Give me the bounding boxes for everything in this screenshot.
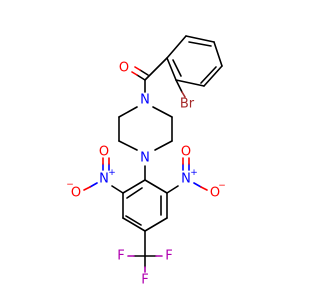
carbonyl-oxygen: O — [119, 61, 129, 76]
nitro-left-oxygen-double: O — [99, 145, 109, 160]
piperazine-nitrogen-bottom: N — [140, 151, 150, 166]
piperazine-nitrogen-top: N — [140, 93, 150, 108]
fluorine-bottom: F — [141, 273, 148, 288]
nitro-right-oxygen-single: O — [210, 186, 220, 201]
nitro-left-nitrogen-charge: + — [108, 168, 116, 178]
nitro-left-nitrogen: N — [99, 172, 109, 187]
bond-lines — [83, 35, 223, 273]
nitro-right-nitrogen: N — [181, 172, 191, 187]
nitro-left-oxygen-single: O — [71, 186, 81, 201]
nitro-right-oxygen-charge: − — [218, 181, 226, 191]
structure-canvas: O Br N N N + O O − N + O O − F F F — [66, 35, 226, 288]
nitro-right-nitrogen-charge: + — [190, 168, 198, 178]
nitro-right-oxygen-double: O — [181, 145, 191, 160]
bromine-atom: Br — [180, 97, 195, 112]
molecule-structure: O Br N N N + O O − N + O O − F F F — [66, 35, 226, 288]
fluorine-left: F — [117, 249, 124, 264]
nitro-left-oxygen-charge: − — [66, 180, 74, 190]
atom-labels: O Br N N N + O O − N + O O − F F F — [66, 61, 226, 288]
fluorine-right: F — [165, 249, 172, 264]
